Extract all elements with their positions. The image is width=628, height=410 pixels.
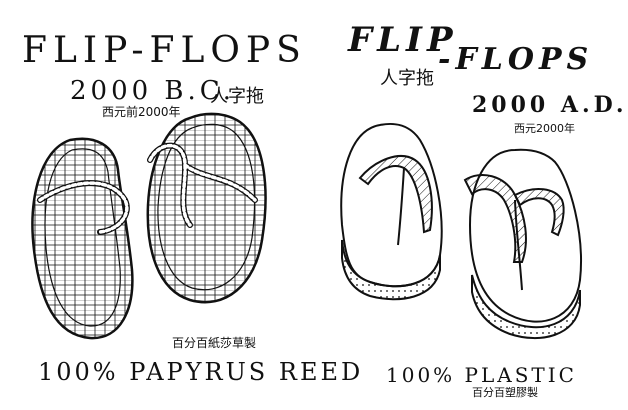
ancient-era: 2000 B.C. <box>70 76 236 106</box>
papyrus-sandals-illustration <box>31 112 267 340</box>
modern-chinese-material: 百分百塑膠製 <box>472 386 538 399</box>
ancient-chinese-name: 人字拖 <box>210 86 264 107</box>
ancient-panel: FLIP-FLOPS 2000 B.C. 人字拖 西元前2000年 百分百紙莎草… <box>0 0 360 410</box>
modern-title-part1: FLIP <box>348 20 458 60</box>
ancient-title: FLIP-FLOPS <box>22 30 307 71</box>
right-plastic-strap <box>463 174 527 263</box>
modern-chinese-era: 西元2000年 <box>514 122 575 135</box>
modern-material: 100% PLASTIC <box>386 363 577 387</box>
modern-panel: FLIP 人字拖 -FLOPS 2000 A.D. 西元2000年 100% P… <box>300 0 624 410</box>
ancient-material: 100% PAPYRUS REED <box>38 358 364 386</box>
plastic-flipflops-illustration <box>340 122 582 340</box>
ancient-chinese-material: 百分百紙莎草製 <box>172 336 257 350</box>
modern-title-part2: -FLOPS <box>438 42 594 77</box>
right-papyrus-sole <box>146 112 267 304</box>
left-papyrus-sole <box>31 137 134 340</box>
modern-era: 2000 A.D. <box>472 92 628 118</box>
ancient-chinese-era: 西元前2000年 <box>102 105 181 119</box>
left-plastic-strap <box>358 155 433 234</box>
modern-chinese-name: 人字拖 <box>380 68 434 89</box>
